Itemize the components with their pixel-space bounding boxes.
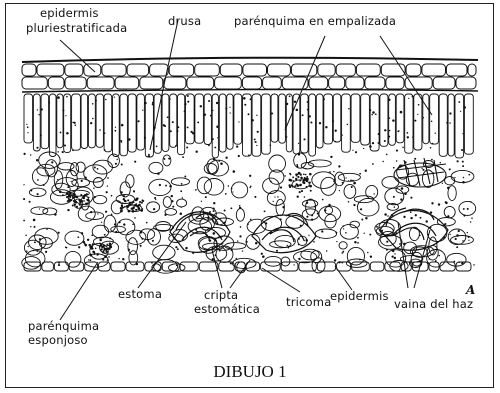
stomatal-crypt-right (380, 208, 448, 250)
figure-caption: DIBUJO 1 (0, 362, 500, 382)
cuticle-outline (22, 58, 478, 62)
label-epidermis-pluriestratificada-line2: pluriestratificada (26, 22, 127, 34)
label-parenquima-empalizada: parénquima en empalizada (234, 15, 396, 27)
corner-letter: A (466, 283, 475, 297)
label-epidermis: epidermis (330, 290, 389, 302)
label-vaina-del-haz: vaina del haz (394, 298, 473, 310)
label-epidermis-pluriestratificada-line1: epidermis (40, 7, 99, 19)
chloroplast-stipple (23, 95, 475, 266)
label-cripta-line2: estomática (194, 303, 260, 315)
epidermis-lower-outline (22, 89, 478, 92)
palisade-cells (24, 94, 473, 158)
label-cripta-line1: cripta (204, 289, 238, 301)
label-tricoma: tricoma (286, 296, 331, 308)
vascular-bundle (394, 158, 446, 187)
label-drusa: drusa (168, 15, 201, 27)
label-estoma: estoma (118, 288, 162, 300)
label-parenquima-esponjoso-line1: parénquima (28, 320, 99, 332)
leader-lines (60, 20, 432, 320)
label-parenquima-esponjoso-line2: esponjoso (28, 334, 88, 346)
